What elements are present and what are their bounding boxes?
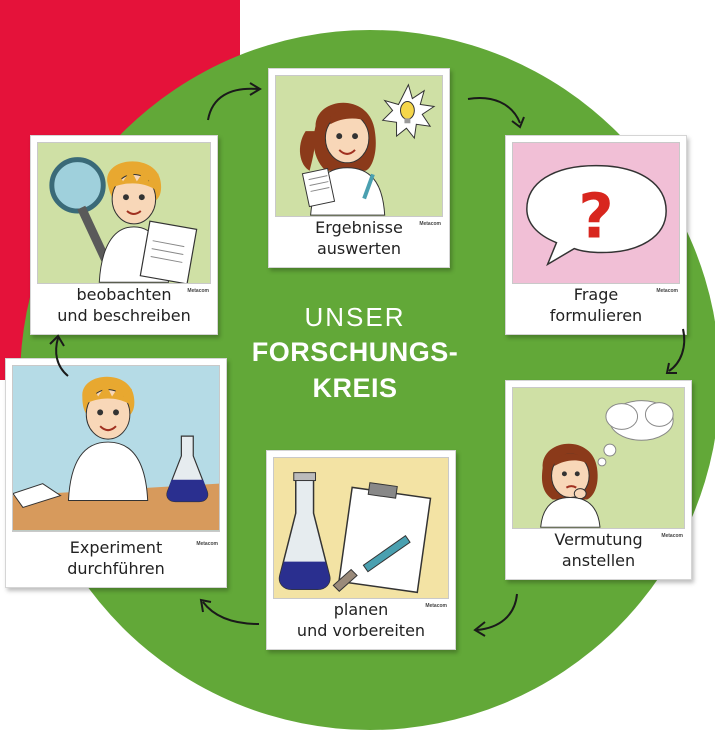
step-card-experiment: Metacom Experiment durchführen [5, 358, 227, 588]
metacom-watermark: Metacom [425, 603, 447, 609]
step-caption-line2: und vorbereiten [296, 621, 426, 640]
step-caption: planen und vorbereiten [273, 595, 449, 645]
step-card-frage: ? Metacom Frage formulieren [505, 135, 687, 335]
cycle-arrow-icon [207, 82, 262, 121]
step-caption-line1: Ergebnisse [315, 218, 403, 237]
cycle-arrow-icon [665, 328, 686, 374]
cycle-arrow-icon [49, 334, 69, 377]
boy-magnifier-icon [37, 142, 211, 284]
step-caption-line2: durchführen [67, 559, 165, 578]
cycle-arrow-icon [473, 593, 518, 637]
step-caption: Ergebnisse auswerten [275, 213, 443, 263]
step-card-planen: Metacom planen und vorbereiten [266, 450, 456, 650]
step-caption: Experiment durchführen [12, 533, 220, 583]
girl-lightbulb-icon [275, 75, 443, 217]
svg-text:?: ? [578, 182, 614, 253]
step-caption-line1: Vermutung [554, 530, 643, 549]
step-caption-line1: planen [333, 600, 389, 619]
metacom-watermark: Metacom [196, 541, 218, 547]
question-bubble-icon: ? [512, 142, 680, 284]
step-caption-line1: Frage [573, 285, 619, 304]
metacom-watermark: Metacom [656, 288, 678, 294]
step-caption: beobachten und beschreiben [37, 280, 211, 330]
step-card-vermutung: Metacom Vermutung anstellen [505, 380, 692, 580]
step-caption: Frage formulieren [512, 280, 680, 330]
step-caption: Vermutung anstellen [512, 525, 685, 575]
center-title-line3: KREIS [312, 373, 398, 403]
center-title-line1: UNSER [304, 302, 406, 332]
step-caption-line2: und beschreiben [57, 306, 191, 325]
girl-thinking-icon [512, 387, 685, 529]
step-caption-line2: formulieren [549, 306, 643, 325]
center-title: UNSER FORSCHUNGS- KREIS [250, 300, 460, 406]
step-caption-line2: anstellen [561, 551, 636, 570]
step-caption-line1: beobachten [76, 285, 172, 304]
metacom-watermark: Metacom [661, 533, 683, 539]
cycle-arrow-icon [199, 598, 260, 625]
step-caption-line1: Experiment [69, 538, 163, 557]
cycle-arrow-icon [467, 97, 525, 129]
step-caption-line2: auswerten [316, 239, 402, 258]
flask-clipboard-icon [273, 457, 449, 599]
metacom-watermark: Metacom [187, 288, 209, 294]
step-card-ergebnisse: Metacom Ergebnisse auswerten [268, 68, 450, 268]
boy-experiment-icon [12, 365, 220, 532]
step-card-beobachten: Metacom beobachten und beschreiben [30, 135, 218, 335]
metacom-watermark: Metacom [419, 221, 441, 227]
center-title-line2: FORSCHUNGS- [251, 337, 459, 367]
